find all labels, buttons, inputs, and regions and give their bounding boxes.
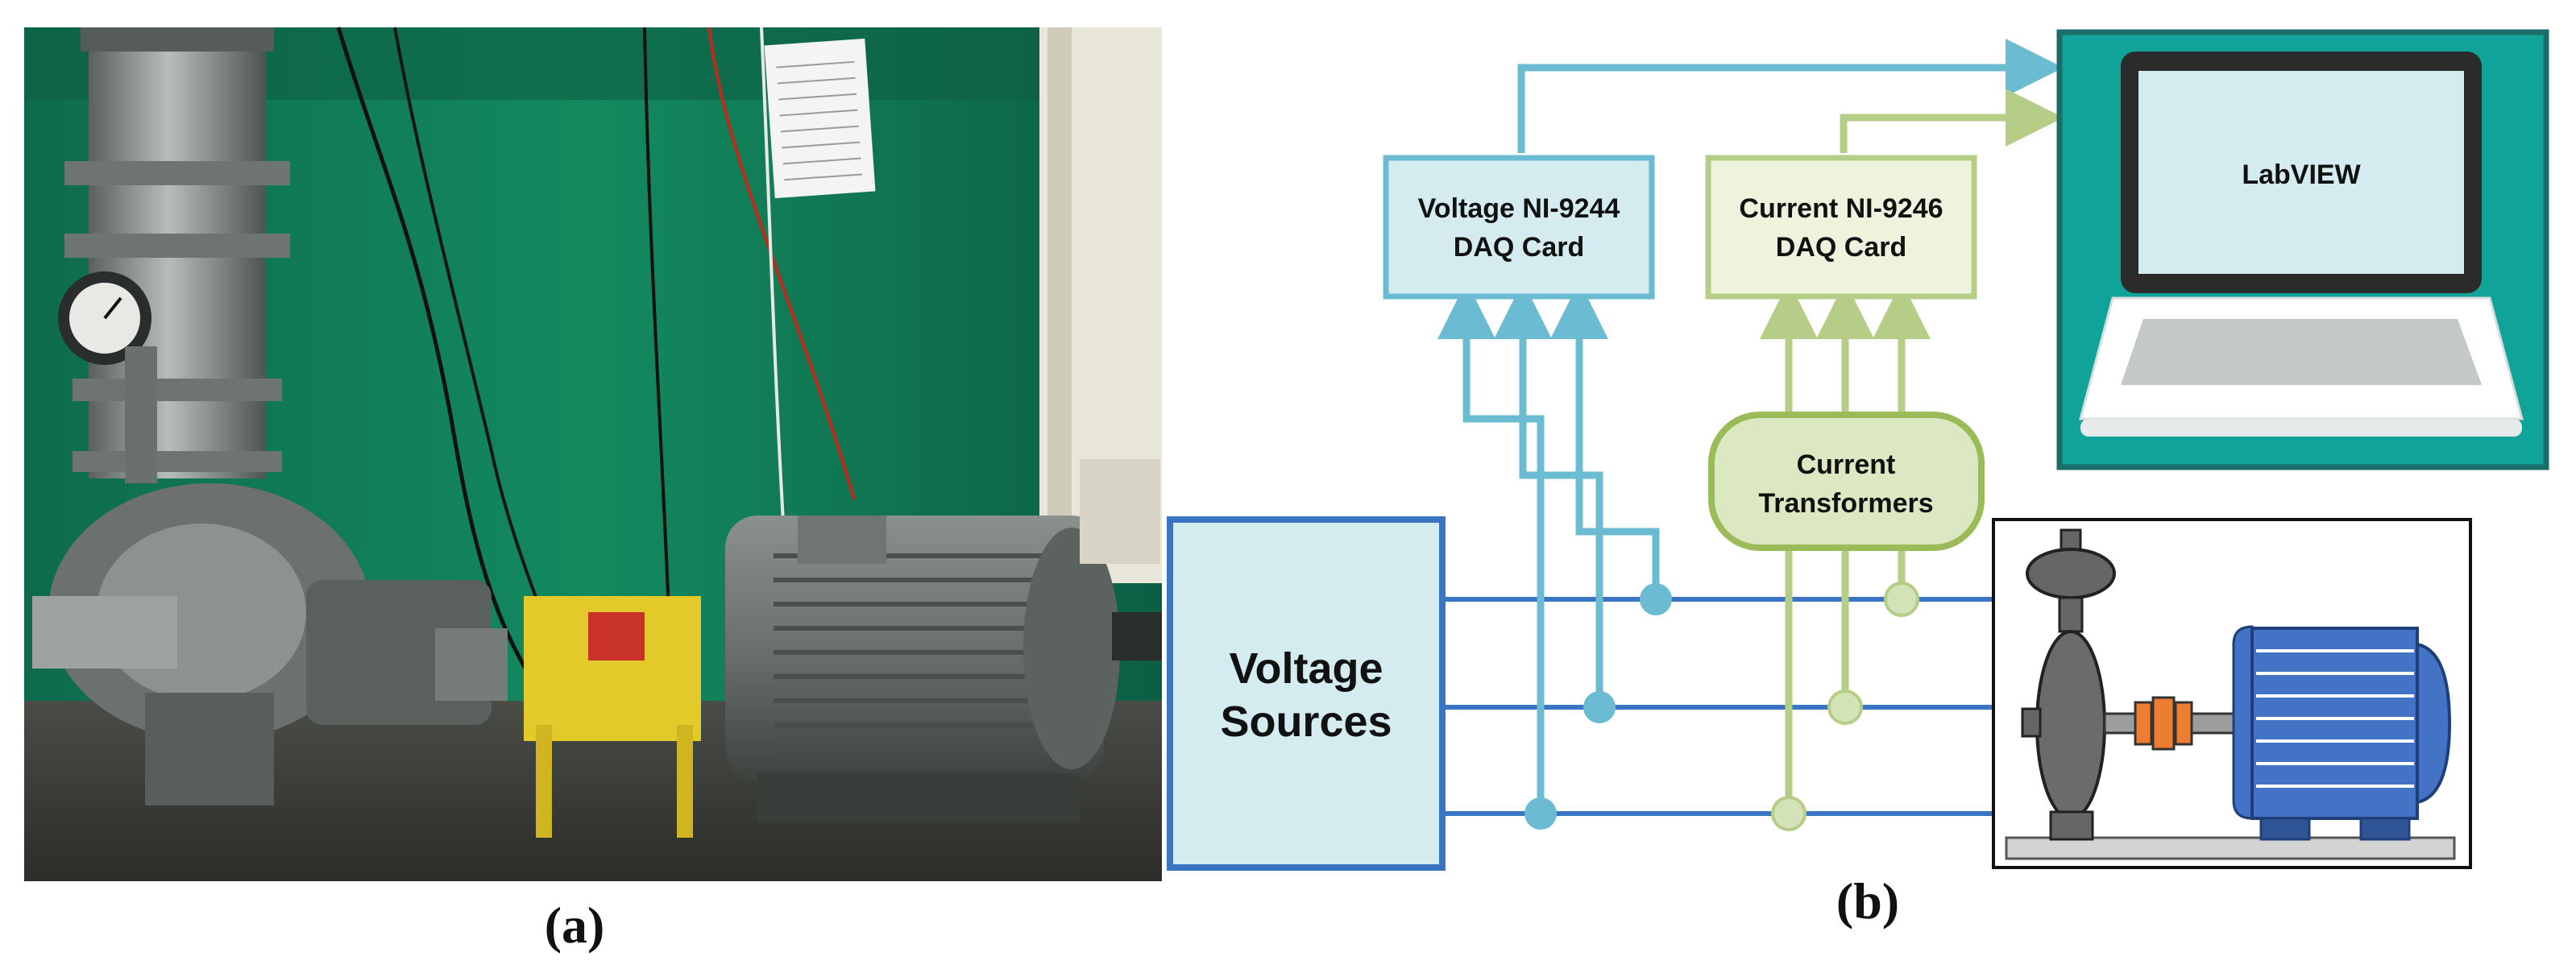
voltage-sources-line2: Sources — [1220, 698, 1392, 746]
junction-dots — [1524, 582, 1919, 831]
caption-a: (a) — [545, 897, 605, 954]
current-transformers-box: Current Transformers — [1708, 412, 1985, 551]
current-daq-line1: Current NI-9246 — [1739, 193, 1943, 224]
voltage-daq-line1: Voltage NI-9244 — [1418, 193, 1620, 224]
current-transformers-line1: Current — [1797, 449, 1896, 480]
bus-lines — [1442, 597, 1995, 816]
current-daq-card-box: Current NI-9246 DAQ Card — [1705, 155, 1977, 300]
voltage-daq-line2: DAQ Card — [1454, 232, 1584, 263]
laptop-icon: LabVIEW — [2056, 29, 2549, 470]
current-transformers-line2: Transformers — [1758, 488, 1933, 519]
caption-b: (b) — [1836, 872, 1899, 930]
photo-pump-motor — [24, 27, 1162, 881]
labview-screen-text: LabVIEW — [2242, 159, 2361, 190]
voltage-daq-card-box: Voltage NI-9244 DAQ Card — [1383, 155, 1655, 300]
voltage-connectors — [1437, 39, 2064, 814]
voltage-sources-box: Voltage Sources — [1167, 516, 1446, 871]
current-daq-line2: DAQ Card — [1776, 232, 1906, 263]
voltage-sources-line1: Voltage — [1229, 644, 1383, 693]
pump-motor-icon — [1992, 518, 2472, 869]
